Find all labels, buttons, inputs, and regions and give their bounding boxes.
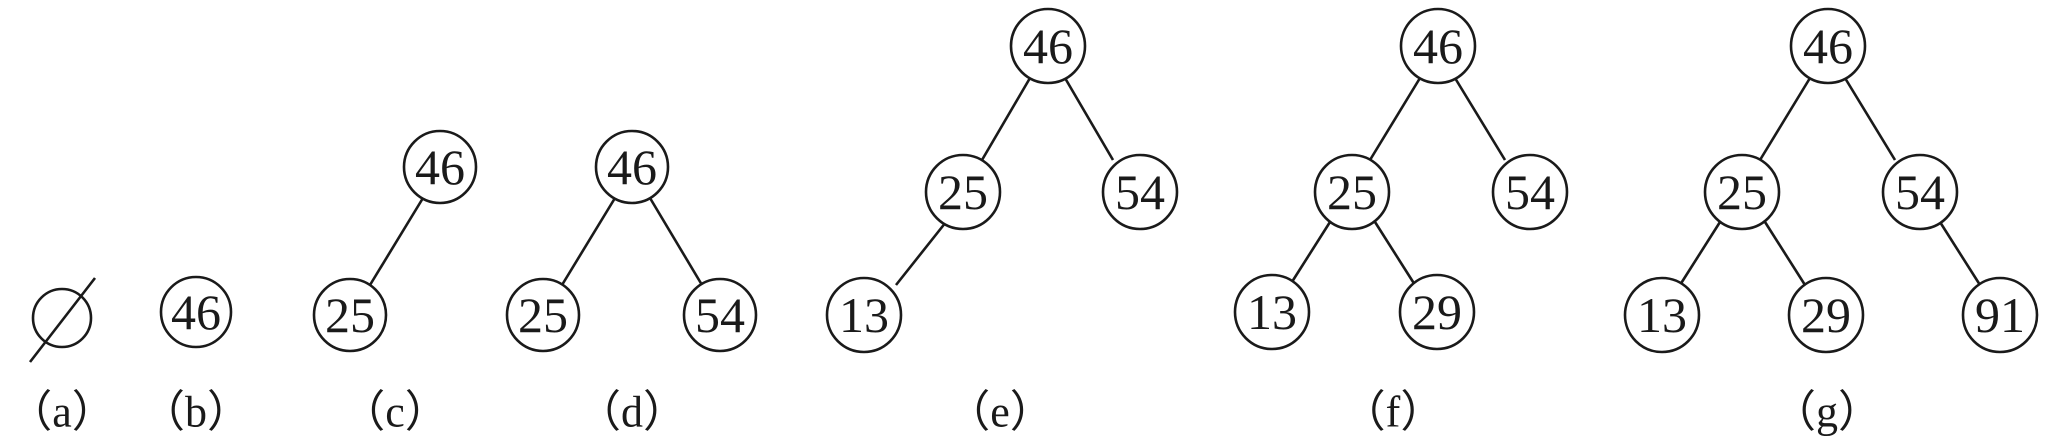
tree-edge — [1758, 77, 1812, 161]
panel-a: （a） — [8, 277, 116, 437]
node-value: 46 — [415, 139, 465, 195]
tree-node: 54 — [1101, 153, 1179, 231]
caption-g: （g） — [1772, 388, 1882, 437]
caption-b: （b） — [141, 388, 251, 437]
tree-node: 13 — [1233, 273, 1311, 351]
tree-edge — [560, 197, 617, 286]
node-value: 13 — [1247, 284, 1297, 340]
panel-d: 46 25 54 （d） — [505, 129, 758, 437]
tree-edge — [368, 197, 425, 286]
node-value: 25 — [325, 287, 375, 343]
panel-f: 46 25 54 13 29 （f） — [1233, 7, 1569, 437]
node-value: 13 — [1637, 287, 1687, 343]
node-value: 46 — [1803, 18, 1853, 74]
tree-edge — [894, 221, 948, 286]
tree-node: 13 — [1623, 276, 1701, 354]
node-value: 25 — [518, 287, 568, 343]
panel-c: 46 25 （c） — [312, 129, 478, 437]
tree-node: 46 — [1789, 7, 1867, 85]
node-value: 54 — [695, 287, 745, 343]
tree-node: 54 — [1491, 153, 1569, 231]
node-value: 46 — [1413, 18, 1463, 74]
node-value: 54 — [1505, 164, 1555, 220]
tree-edge — [1288, 221, 1332, 286]
node-value: 29 — [1801, 287, 1851, 343]
tree-node: 46 — [402, 129, 478, 205]
tree-edge — [1763, 221, 1807, 286]
node-value: 54 — [1895, 164, 1945, 220]
tree-node: 13 — [825, 276, 903, 354]
tree-edge — [1453, 77, 1507, 161]
tree-node: 91 — [1961, 276, 2039, 354]
tree-node: 25 — [1703, 153, 1781, 231]
tree-node: 25 — [924, 153, 1002, 231]
node-value: 46 — [1023, 18, 1073, 74]
node-value: 25 — [938, 164, 988, 220]
caption-c: （c） — [341, 388, 449, 437]
caption-f: （f） — [1342, 388, 1445, 437]
tree-node: 25 — [1313, 153, 1391, 231]
tree-edge — [980, 77, 1032, 161]
node-value: 46 — [171, 284, 221, 340]
tree-node: 25 — [505, 277, 581, 353]
caption-e: （e） — [946, 388, 1054, 437]
node-value: 29 — [1412, 284, 1462, 340]
node-value: 25 — [1717, 164, 1767, 220]
tree-edge — [1678, 221, 1722, 286]
panel-g: 46 25 54 13 29 91 （g） — [1623, 7, 2039, 437]
node-value: 54 — [1115, 164, 1165, 220]
caption-d: （d） — [577, 388, 687, 437]
tree-node: 54 — [682, 277, 758, 353]
tree-node: 29 — [1398, 273, 1476, 351]
tree-node: 54 — [1881, 153, 1959, 231]
tree-edge — [1373, 221, 1417, 286]
panel-e: 46 25 54 13 （e） — [825, 7, 1179, 437]
tree-node: 46 — [1009, 7, 1087, 85]
node-value: 25 — [1327, 164, 1377, 220]
tree-edge — [1368, 77, 1422, 161]
tree-node: 46 — [594, 129, 670, 205]
tree-edge — [648, 197, 704, 286]
tree-node: 46 — [1399, 7, 1477, 85]
tree-edge — [1938, 221, 1982, 286]
empty-tree-symbol — [28, 277, 97, 363]
tree-edge — [1063, 77, 1115, 161]
tree-node: 29 — [1787, 276, 1865, 354]
tree-node: 46 — [159, 275, 233, 349]
tree-node: 25 — [312, 277, 388, 353]
panel-b: 46 （b） — [141, 275, 251, 437]
caption-a: （a） — [8, 388, 116, 437]
tree-edge — [1843, 77, 1897, 161]
node-value: 13 — [839, 287, 889, 343]
node-value: 91 — [1975, 287, 2025, 343]
node-value: 46 — [607, 139, 657, 195]
